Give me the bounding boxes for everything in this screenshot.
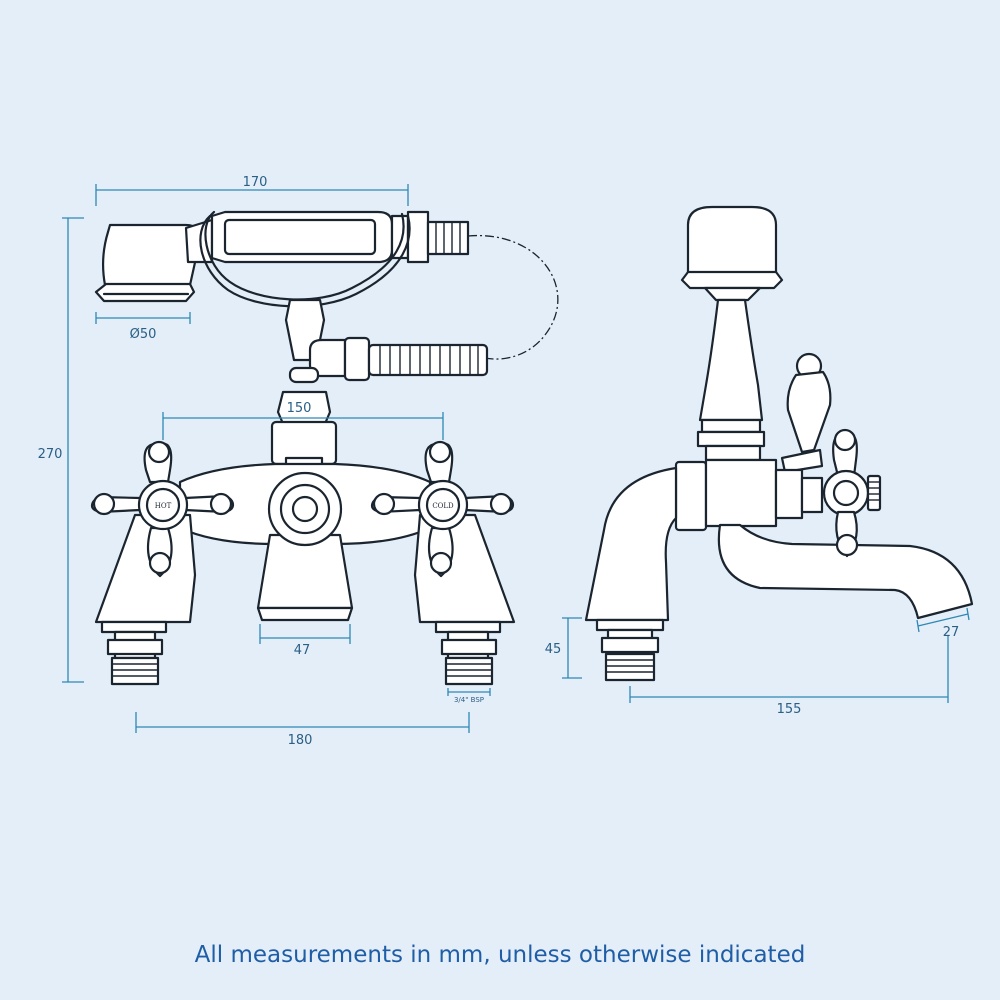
hose-outlet bbox=[308, 336, 489, 382]
cold-tail bbox=[434, 620, 502, 686]
diverter-lever bbox=[270, 366, 338, 474]
hot-valve-handle: HOT bbox=[90, 440, 235, 578]
side-lever bbox=[780, 352, 832, 474]
side-pillar-spout bbox=[584, 466, 678, 622]
dim-spout-width: 47 bbox=[294, 643, 311, 658]
dim-overall-height: 270 bbox=[38, 447, 63, 462]
shower-hose bbox=[467, 235, 559, 360]
cold-pillar bbox=[413, 513, 516, 624]
side-outlet-spout bbox=[717, 523, 974, 620]
front-spout bbox=[256, 533, 354, 622]
shower-head bbox=[94, 223, 202, 303]
front-view: HOT COLD bbox=[90, 210, 559, 686]
side-stem bbox=[698, 298, 764, 422]
hot-tail bbox=[100, 620, 168, 686]
dim-valve-centres: 150 bbox=[287, 401, 312, 416]
side-cradle-cup bbox=[680, 205, 784, 302]
side-cross-handle bbox=[822, 428, 882, 558]
side-tail bbox=[595, 618, 665, 682]
dim-base-height: 45 bbox=[545, 642, 562, 657]
side-view bbox=[584, 205, 974, 682]
cold-valve-handle: COLD bbox=[370, 440, 515, 578]
cold-label: COLD bbox=[432, 502, 454, 510]
hot-pillar bbox=[94, 513, 197, 624]
dim-base-width: 180 bbox=[288, 733, 313, 748]
dim-handset-diameter: Ø50 bbox=[130, 327, 157, 342]
dimension-lines: 170 Ø50 270 150 47 3/4" BSP 180 bbox=[38, 175, 970, 748]
dim-spout-outlet: 27 bbox=[943, 625, 960, 640]
measurement-note: All measurements in mm, unless otherwise… bbox=[194, 942, 806, 968]
hot-label: HOT bbox=[155, 502, 172, 510]
handset-hose-connector bbox=[426, 220, 470, 256]
dim-spout-projection: 155 bbox=[777, 702, 802, 717]
dim-tail-size: 3/4" BSP bbox=[454, 696, 484, 704]
dim-handset-length: 170 bbox=[243, 175, 268, 190]
central-boss bbox=[267, 471, 343, 547]
